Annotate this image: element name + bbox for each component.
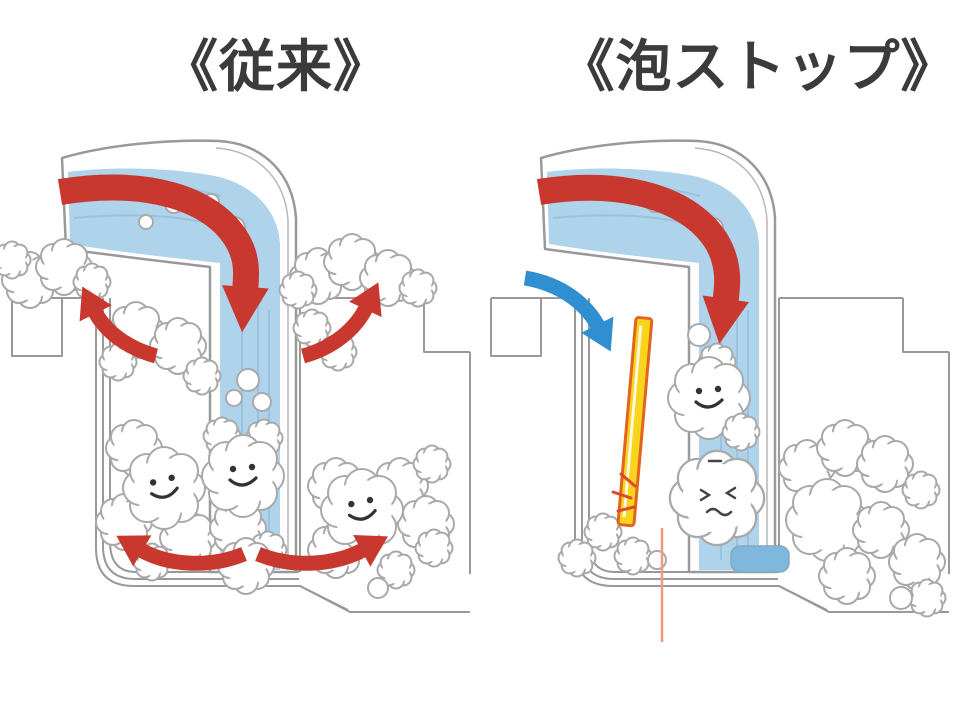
water-pool (730, 545, 790, 573)
foam-escape-up-right-arrow-icon (300, 282, 382, 364)
right-diagram-title: 《泡ストップ》 (558, 34, 958, 100)
water-flow-arrow-icon (57, 174, 269, 333)
pop-spark-icon (611, 472, 637, 513)
foam-escape-up-left-arrow-icon (79, 286, 159, 364)
foam-spread-left-arrow-icon (116, 535, 247, 571)
defoaming-rod (616, 316, 654, 528)
foam-distressed-face (699, 459, 737, 517)
arrows (523, 174, 749, 352)
air-flow-arrow-icon (523, 270, 614, 352)
foam-cluster-right (307, 444, 455, 599)
left-diagram-title: 《従来》 (162, 34, 390, 100)
foam-trapped-in-channel (667, 342, 766, 547)
arrows (57, 174, 389, 571)
foam-spread-right-arrow-icon (255, 535, 389, 571)
right-diagram (490, 139, 950, 642)
foam-cluster-outside-right (778, 419, 947, 618)
left-diagram (0, 139, 471, 613)
water-flow-arrow-icon (536, 174, 749, 344)
